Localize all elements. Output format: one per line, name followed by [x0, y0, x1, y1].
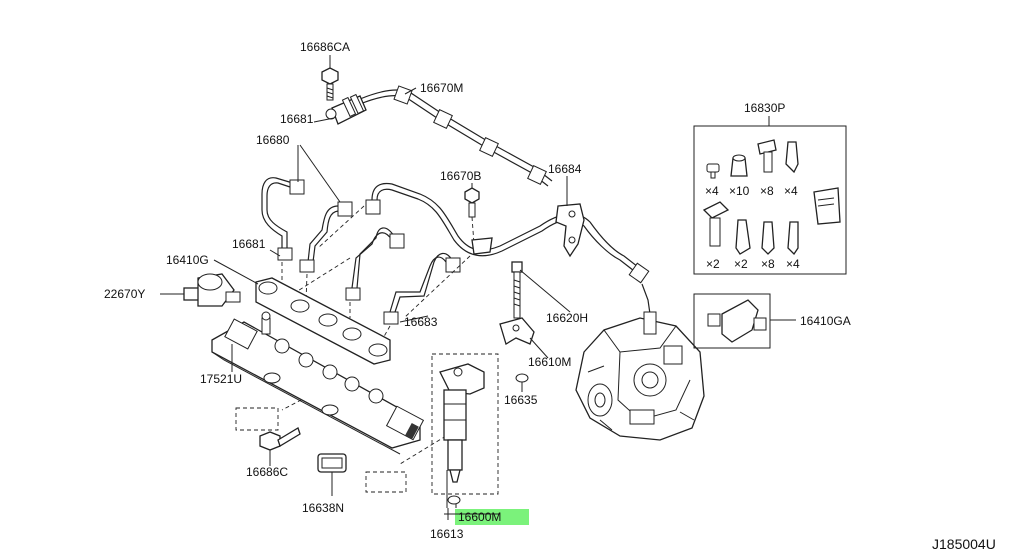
kit-qty-1: ×4: [705, 184, 719, 198]
label-16683: 16683: [404, 315, 438, 329]
label-16681-mid: 16681: [232, 237, 266, 251]
kit-part-b: [730, 154, 748, 177]
label-16670M: 16670M: [420, 81, 463, 95]
bolt-16686CA: [321, 55, 339, 101]
kit-qty-6: ×2: [734, 257, 748, 271]
kit-part-e: [702, 201, 730, 247]
kit-qty-5: ×2: [706, 257, 720, 271]
label-16610M: 16610M: [528, 355, 571, 369]
label-16613: 16613: [430, 527, 464, 541]
kit-qty-4: ×4: [784, 184, 798, 198]
bolt-16686C: [259, 427, 301, 462]
kit-part-c: [757, 139, 777, 173]
kit-qty-3: ×8: [760, 184, 774, 198]
pipe-16683: [383, 252, 461, 325]
kit-qty-8: ×4: [786, 257, 800, 271]
kit-instruction-sheet: [813, 187, 841, 225]
kit-part-d: [785, 141, 799, 174]
label-16680: 16680: [256, 133, 290, 147]
label-17521U: 17521U: [200, 372, 242, 386]
label-16638N: 16638N: [302, 501, 344, 515]
bolt-16670B: [464, 183, 480, 245]
box-16410GA: [693, 293, 771, 349]
label-16410GA: 16410GA: [800, 314, 851, 328]
dashed-box-b: [365, 471, 407, 493]
clamp-16410G: [255, 277, 391, 365]
label-16410G: 16410G: [166, 253, 209, 267]
kit-box-16830P: ×4 ×10 ×8 ×4 ×2 ×2 ×8 ×4: [693, 125, 847, 275]
pipe-16680: [261, 177, 305, 261]
kit-part-g: [761, 221, 775, 255]
clamp-16610M: [499, 317, 535, 345]
pipe-16681: [345, 227, 405, 301]
label-16686CA: 16686CA: [300, 40, 350, 54]
label-16620H: 16620H: [546, 311, 588, 325]
label-16600M: 16600M: [458, 510, 501, 524]
clamp-16410GA-part: [707, 299, 767, 343]
label-16830P: 16830P: [744, 101, 785, 115]
sensor-16638N: [317, 453, 347, 496]
injector-16600M: [439, 363, 485, 508]
kit-part-a: [706, 163, 720, 179]
pipe-16680-b: [299, 201, 353, 273]
kit-part-h: [787, 221, 799, 256]
highlight-16600M: [455, 509, 529, 525]
fuel-pump: [575, 311, 705, 441]
label-16686C: 16686C: [246, 465, 288, 479]
leader-lines: [160, 87, 796, 520]
dashed-box-a: [235, 407, 279, 431]
return-pipe-16670M: [325, 85, 553, 187]
kit-qty-7: ×8: [761, 257, 775, 271]
label-16684: 16684: [548, 162, 582, 176]
kit-qty-2: ×10: [729, 184, 750, 198]
label-16635: 16635: [504, 393, 538, 407]
bolt-16620H: [511, 261, 523, 319]
label-16681-top: 16681: [280, 112, 314, 126]
sensor-22670Y: [183, 273, 241, 307]
common-rail: [211, 311, 425, 455]
feed-pipe: [365, 182, 651, 315]
o-ring-16635: [515, 373, 529, 383]
bracket-16684: [555, 176, 585, 258]
label-16670B: 16670B: [440, 169, 481, 183]
label-22670Y: 22670Y: [104, 287, 145, 301]
dashed-box-injector: [431, 353, 499, 495]
diagram-reference: J185004U: [932, 536, 996, 552]
kit-part-f: [735, 219, 751, 255]
part-labels: 16686CA 16670M 16681 16680 16670B 16684 …: [104, 40, 851, 541]
